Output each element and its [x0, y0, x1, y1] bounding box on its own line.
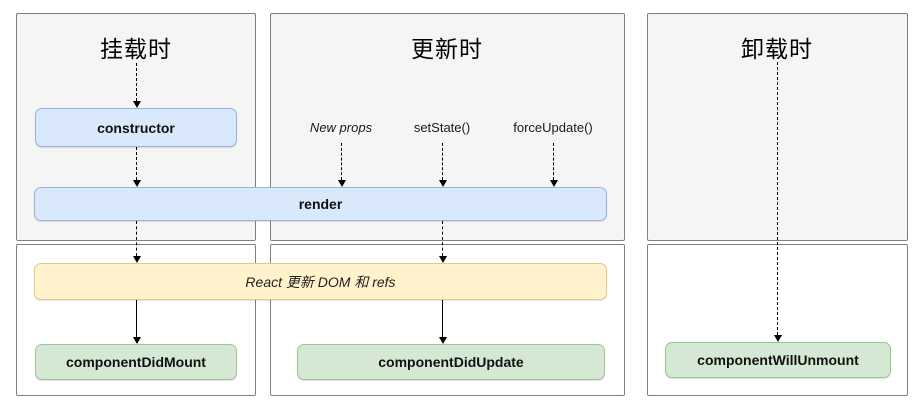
arrow-mount-title-to-constructor — [133, 63, 142, 108]
updating-phase-title: 更新时 — [411, 36, 483, 62]
unmounting-phase-title: 卸载时 — [741, 36, 813, 62]
react-updates-dom-refs-node[interactable]: React 更新 DOM 和 refs — [34, 263, 607, 300]
arrow-render-to-dom-update-mount — [133, 221, 142, 263]
arrow-new-props-to-render — [338, 143, 347, 187]
set-state-label: setState() — [413, 120, 471, 135]
arrow-unmount-title-to-will-unmount — [774, 62, 783, 342]
force-update-label: forceUpdate() — [513, 120, 593, 135]
render-node[interactable]: render — [34, 187, 607, 221]
arrow-constructor-to-render — [133, 147, 142, 187]
constructor-node[interactable]: constructor — [35, 108, 237, 147]
component-did-update-node[interactable]: componentDidUpdate — [297, 344, 605, 380]
arrow-render-to-dom-update-update — [439, 221, 448, 263]
arrow-set-state-to-render — [439, 143, 448, 187]
arrow-force-update-to-render — [550, 143, 559, 187]
mounting-phase-title: 挂载时 — [100, 36, 172, 62]
arrow-dom-update-to-did-mount — [133, 300, 142, 344]
new-props-label: New props — [309, 120, 373, 135]
component-did-mount-node[interactable]: componentDidMount — [35, 344, 237, 380]
component-will-unmount-node[interactable]: componentWillUnmount — [665, 342, 891, 378]
arrow-dom-update-to-did-update — [439, 300, 448, 344]
